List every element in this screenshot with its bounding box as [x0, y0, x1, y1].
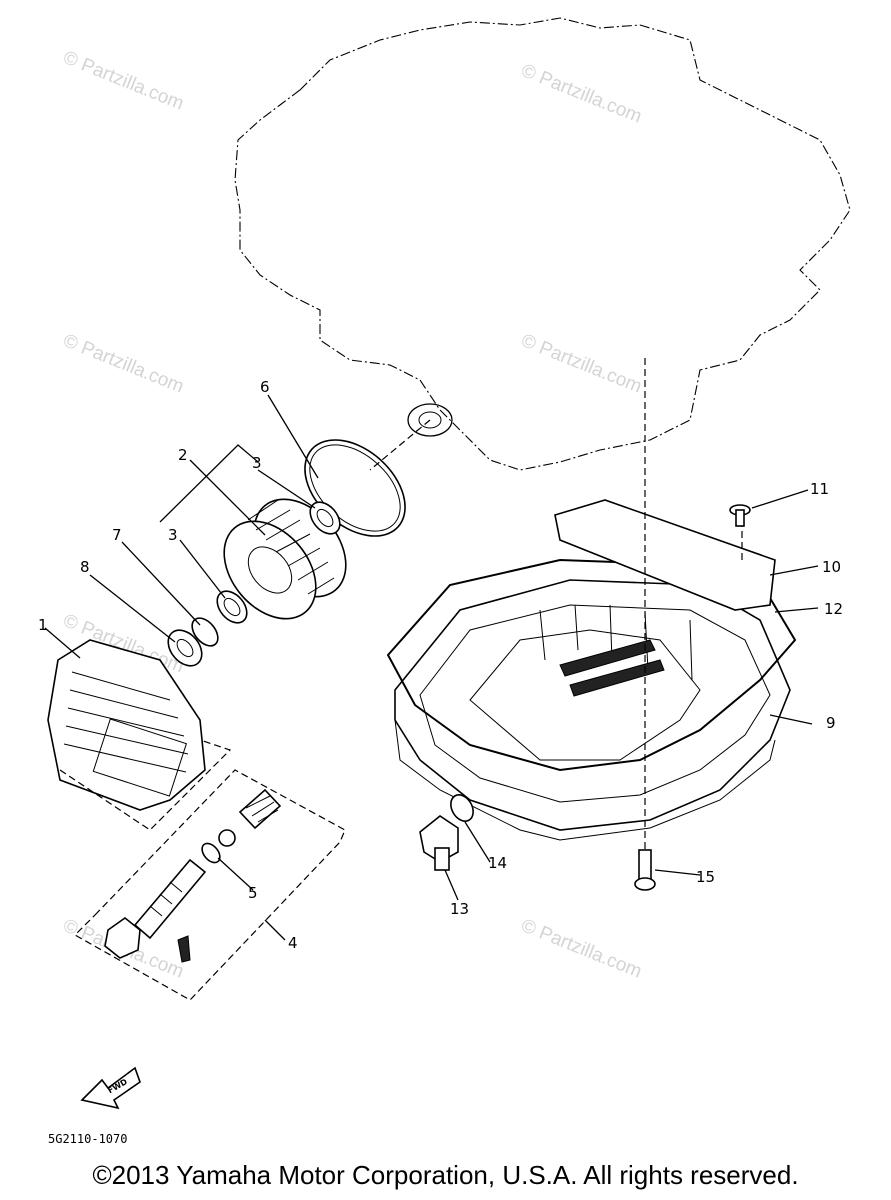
watermark: © Partzilla.com: [518, 915, 645, 982]
watermark: © Partzilla.com: [60, 330, 187, 397]
watermark: © Partzilla.com: [518, 330, 645, 397]
watermark: © Partzilla.com: [60, 47, 187, 114]
callout-10: 10: [822, 558, 841, 576]
screw-11: [729, 504, 751, 527]
callout-8: 8: [80, 558, 90, 576]
leader-lines: [44, 394, 819, 941]
callout-5: 5: [248, 884, 258, 902]
bypass-bolt: [104, 858, 207, 959]
callout-2: 2: [178, 446, 188, 464]
washer-3-upper: [309, 501, 341, 535]
strainer-plate: [554, 499, 776, 611]
small-pin: [177, 935, 191, 963]
washer-3-lower-hole: [223, 597, 241, 617]
washer-5: [201, 842, 221, 864]
callout-12: 12: [824, 600, 843, 618]
copyright-notice: ©2013 Yamaha Motor Corporation, U.S.A. A…: [92, 1160, 799, 1190]
cover-group-bracket: [59, 739, 232, 831]
seal-8-inner: [176, 638, 194, 658]
valve-spring: [238, 788, 282, 830]
callout-14: 14: [488, 854, 507, 872]
drain-bolt: [419, 815, 459, 871]
callout-11: 11: [810, 480, 829, 498]
valve-ball: [218, 829, 236, 847]
washer-3-upper-hole: [316, 508, 334, 528]
bolt-15: [634, 849, 656, 891]
callout-3-lower: 3: [168, 526, 178, 544]
callout-6: 6: [260, 378, 270, 396]
bypass-valve-group: [74, 769, 346, 1001]
callout-13: 13: [450, 900, 469, 918]
diagram-code: 5G2110-1070: [48, 1132, 127, 1146]
oil-filter-seat-inner: [418, 411, 442, 429]
washer-3-lower: [216, 590, 248, 624]
fwd-arrow: FWD: [80, 1066, 141, 1110]
callout-9: 9: [826, 714, 836, 732]
gasket-14: [450, 794, 474, 822]
callout-3-upper: 3: [252, 454, 262, 472]
filter-axis-line: [369, 419, 431, 471]
filter-cover: [47, 639, 206, 811]
seal-8: [167, 629, 203, 667]
gasket-12: [386, 558, 797, 772]
callout-7: 7: [112, 526, 122, 544]
engine-outline: [234, 17, 851, 471]
callout-15: 15: [696, 868, 715, 886]
watermark: © Partzilla.com: [518, 60, 645, 127]
callout-1: 1: [38, 616, 48, 634]
callout-4: 4: [288, 934, 298, 952]
callouts: 1 2 3 3 4 5 6 7 8 9 10 11 12 13 14 15: [38, 378, 843, 952]
oil-filter-seat: [407, 403, 453, 437]
oil-pan: [394, 579, 791, 841]
